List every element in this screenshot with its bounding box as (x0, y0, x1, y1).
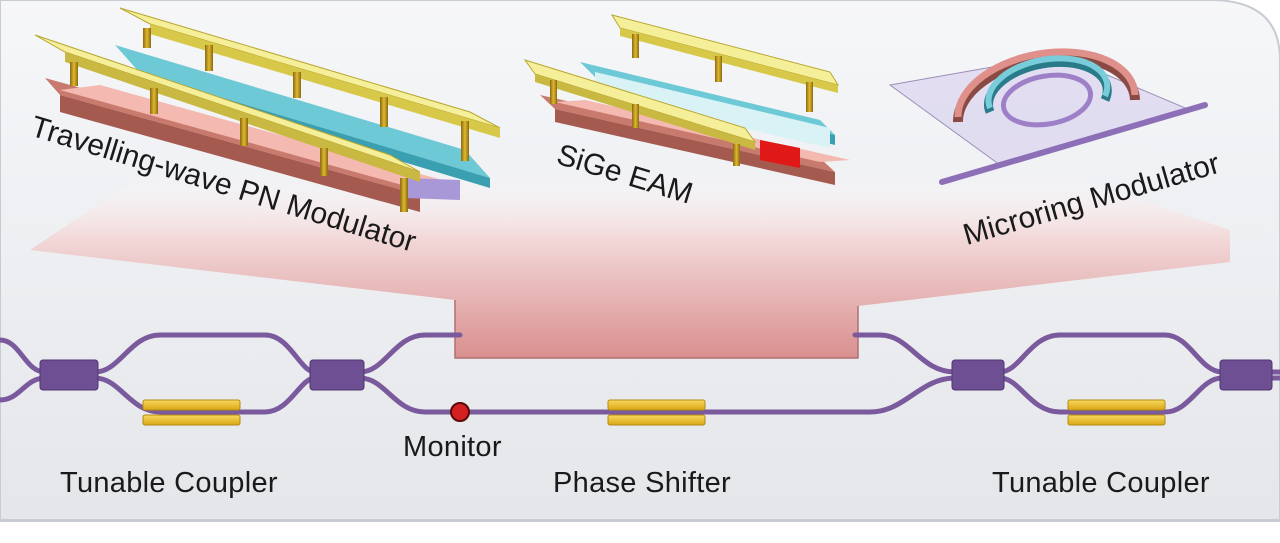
label-phase-shifter: Phase Shifter (553, 467, 731, 499)
heater-tunable-coupler-right (1067, 399, 1166, 426)
label-tunable-coupler-left: Tunable Coupler (60, 467, 278, 499)
waveguide-network (0, 332, 1280, 415)
heater-tunable-coupler-left (142, 399, 241, 426)
callout-funnel (30, 170, 1230, 358)
label-tunable-coupler-right: Tunable Coupler (992, 467, 1210, 499)
monitor-dot (450, 402, 470, 422)
mmi-block (1219, 359, 1273, 391)
microring-figure (888, 48, 1208, 185)
mmi-block (39, 359, 99, 391)
travelling-wave-modulator-figure (34, 7, 501, 212)
mmi-block (309, 359, 365, 391)
coupler-blocks (39, 359, 1273, 391)
sige-eam-figure (523, 14, 850, 185)
mmi-block (951, 359, 1005, 391)
label-monitor: Monitor (403, 431, 502, 463)
heater-phase-shifter (607, 399, 706, 426)
